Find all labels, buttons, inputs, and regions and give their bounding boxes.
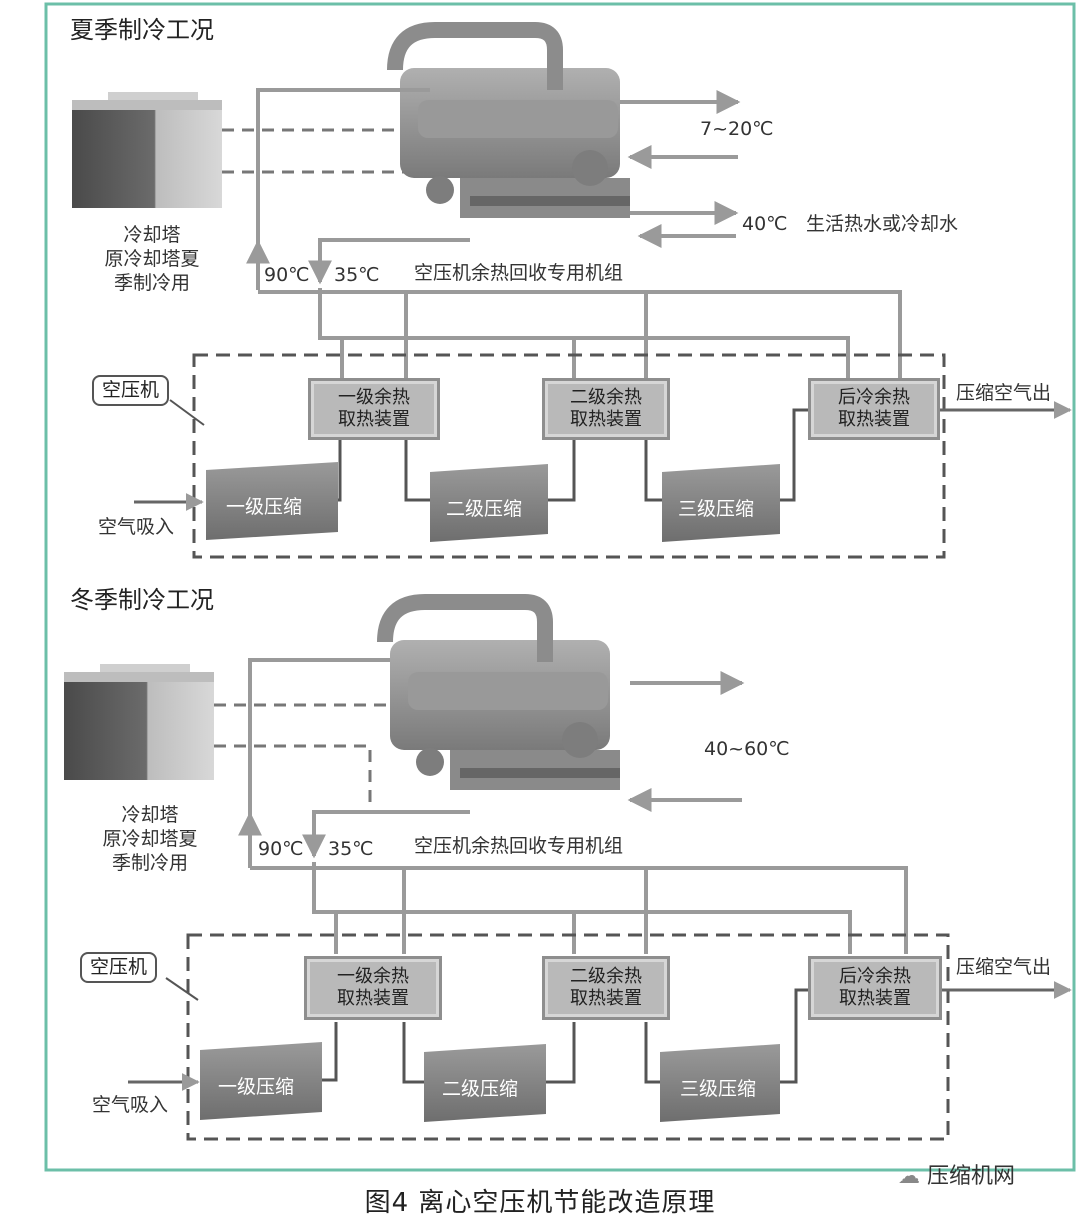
summer-stage-1-label: 一级压缩 bbox=[226, 496, 303, 518]
winter-supply-temp: 90℃ bbox=[258, 838, 304, 860]
winter-air-out-label: 压缩空气出 bbox=[956, 956, 1052, 978]
winter-recovery-box-2: 二级余热 取热装置 bbox=[542, 956, 670, 1020]
recovery-label: 后冷余热 取热装置 bbox=[838, 386, 910, 431]
cooling-tower-icon bbox=[72, 92, 222, 208]
summer-section bbox=[72, 22, 1072, 559]
compressor-stage-shape bbox=[200, 1042, 322, 1120]
summer-hot-water-label: 生活热水或冷却水 bbox=[806, 213, 959, 235]
summer-return-temp: 35℃ bbox=[334, 264, 380, 286]
recovery-label: 一级余热 取热装置 bbox=[338, 386, 410, 431]
summer-air-out-label: 压缩空气出 bbox=[956, 382, 1052, 404]
watermark-text: 压缩机网 bbox=[927, 1164, 1016, 1189]
compressor-stage-shape bbox=[206, 462, 338, 540]
summer-recovery-box-1: 一级余热 取热装置 bbox=[308, 378, 440, 440]
winter-title: 冬季制冷工况 bbox=[70, 586, 214, 614]
recovery-label: 二级余热 取热装置 bbox=[570, 965, 642, 1010]
recovery-label: 后冷余热 取热装置 bbox=[839, 965, 911, 1010]
summer-compressor-tag: 空压机 bbox=[92, 375, 170, 406]
summer-recovery-box-2: 二级余热 取热装置 bbox=[542, 378, 670, 440]
summer-chilled-temp: 7~20℃ bbox=[700, 118, 774, 140]
summer-stage-2-label: 二级压缩 bbox=[446, 498, 523, 520]
winter-stage-1-label: 一级压缩 bbox=[218, 1076, 295, 1098]
recovery-label: 二级余热 取热装置 bbox=[570, 386, 642, 431]
summer-title: 夏季制冷工况 bbox=[70, 16, 214, 44]
winter-recovery-box-3: 后冷余热 取热装置 bbox=[808, 956, 942, 1020]
winter-compressor-tag: 空压机 bbox=[80, 952, 158, 983]
summer-supply-temp: 90℃ bbox=[264, 264, 310, 286]
compressor-stage-shape bbox=[660, 1044, 780, 1122]
winter-tower-label: 冷却塔 原冷却塔夏 季制冷用 bbox=[84, 804, 216, 875]
summer-tower-label: 冷却塔 原冷却塔夏 季制冷用 bbox=[86, 224, 218, 295]
summer-stage-3-label: 三级压缩 bbox=[678, 498, 755, 520]
winter-return-temp: 35℃ bbox=[328, 838, 374, 860]
heat-recovery-unit-icon bbox=[387, 22, 630, 218]
watermark: ☁ 压缩机网 bbox=[898, 1158, 1015, 1190]
heat-recovery-unit-icon bbox=[377, 594, 620, 790]
winter-stage-2-label: 二级压缩 bbox=[442, 1078, 519, 1100]
winter-unit-label: 空压机余热回收专用机组 bbox=[414, 835, 624, 857]
summer-unit-label: 空压机余热回收专用机组 bbox=[414, 262, 624, 284]
winter-stage-3-label: 三级压缩 bbox=[680, 1078, 757, 1100]
winter-air-in-label: 空气吸入 bbox=[92, 1094, 169, 1116]
cooling-tower-icon bbox=[64, 664, 214, 780]
summer-hot-temp: 40℃ bbox=[742, 213, 788, 235]
compressor-stage-shape bbox=[662, 464, 780, 542]
tower-label-text: 冷却塔 原冷却塔夏 季制冷用 bbox=[102, 804, 198, 874]
outer-frame bbox=[44, 2, 1076, 1172]
summer-air-in-label: 空气吸入 bbox=[98, 516, 175, 538]
compressor-stage-shape bbox=[430, 464, 548, 542]
tower-label-text: 冷却塔 原冷却塔夏 季制冷用 bbox=[104, 224, 200, 294]
winter-section bbox=[64, 594, 1072, 1141]
winter-hot-temp: 40~60℃ bbox=[704, 738, 790, 760]
recovery-label: 一级余热 取热装置 bbox=[337, 965, 409, 1010]
figure-caption: 图4 离心空压机节能改造原理 bbox=[364, 1188, 716, 1218]
wechat-icon: ☁ bbox=[898, 1164, 920, 1189]
winter-recovery-box-1: 一级余热 取热装置 bbox=[304, 956, 442, 1020]
summer-recovery-box-3: 后冷余热 取热装置 bbox=[808, 378, 940, 440]
compressor-stage-shape bbox=[424, 1044, 546, 1122]
